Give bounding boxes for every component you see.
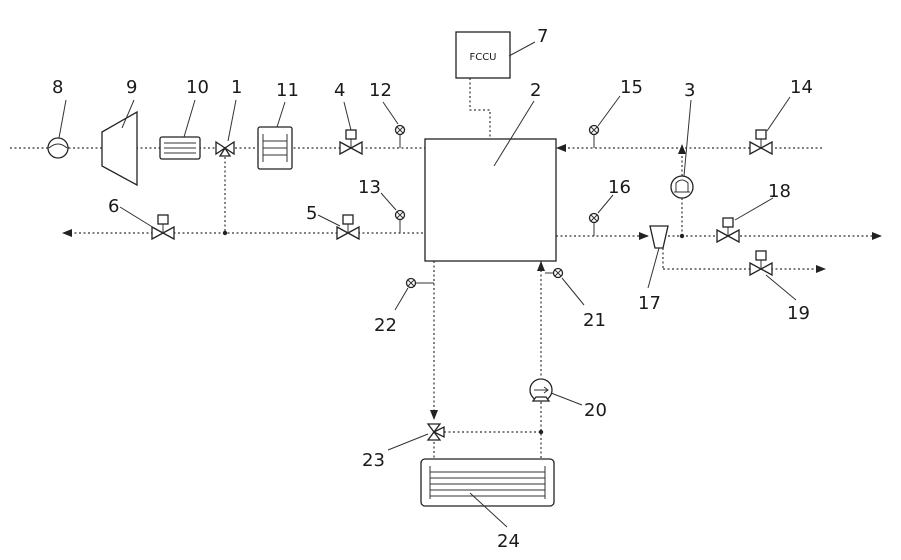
label-16: 16 <box>608 177 631 198</box>
radiator-24 <box>421 459 554 506</box>
label-18: 18 <box>768 181 791 202</box>
label-1: 1 <box>231 77 242 98</box>
valve-5 <box>337 215 359 239</box>
sensor-22 <box>407 279 435 288</box>
three-way-valve-23 <box>428 424 444 440</box>
sensor-15 <box>590 126 599 149</box>
label-6: 6 <box>108 196 119 217</box>
valve-18 <box>717 218 739 242</box>
valve-6 <box>152 215 174 239</box>
valve-4 <box>340 130 362 154</box>
sensor-16 <box>590 214 599 237</box>
three-way-valve-1 <box>216 142 234 156</box>
label-21: 21 <box>583 310 606 331</box>
label-15: 15 <box>620 77 643 98</box>
label-23: 23 <box>362 450 385 471</box>
valve-14 <box>750 130 772 154</box>
flow-meter-8 <box>48 138 68 158</box>
label-20: 20 <box>584 400 607 421</box>
controller-label: FCCU <box>469 52 496 63</box>
separator-17 <box>650 226 668 248</box>
label-13: 13 <box>358 177 381 198</box>
label-7: 7 <box>537 26 548 47</box>
pipes <box>10 78 875 458</box>
recirculation-pump-3 <box>671 176 693 198</box>
label-5: 5 <box>306 203 317 224</box>
label-8: 8 <box>52 77 63 98</box>
label-17: 17 <box>638 293 661 314</box>
label-12: 12 <box>369 80 392 101</box>
filter-10 <box>160 137 200 159</box>
label-9: 9 <box>126 77 137 98</box>
label-2: 2 <box>530 80 541 101</box>
central-unit <box>425 139 556 261</box>
label-24: 24 <box>497 531 520 552</box>
label-14: 14 <box>790 77 813 98</box>
label-3: 3 <box>684 80 695 101</box>
sensor-21 <box>545 269 563 278</box>
label-10: 10 <box>186 77 209 98</box>
leader-lines <box>59 42 796 527</box>
valve-19 <box>750 251 772 275</box>
sensor-13 <box>396 211 405 234</box>
coolant-pump-20 <box>530 379 552 401</box>
label-22: 22 <box>374 315 397 336</box>
sensor-12 <box>396 126 405 149</box>
humidifier-11 <box>258 127 292 169</box>
compressor-9 <box>102 112 137 185</box>
label-11: 11 <box>276 80 299 101</box>
label-4: 4 <box>334 80 345 101</box>
label-19: 19 <box>787 303 810 324</box>
